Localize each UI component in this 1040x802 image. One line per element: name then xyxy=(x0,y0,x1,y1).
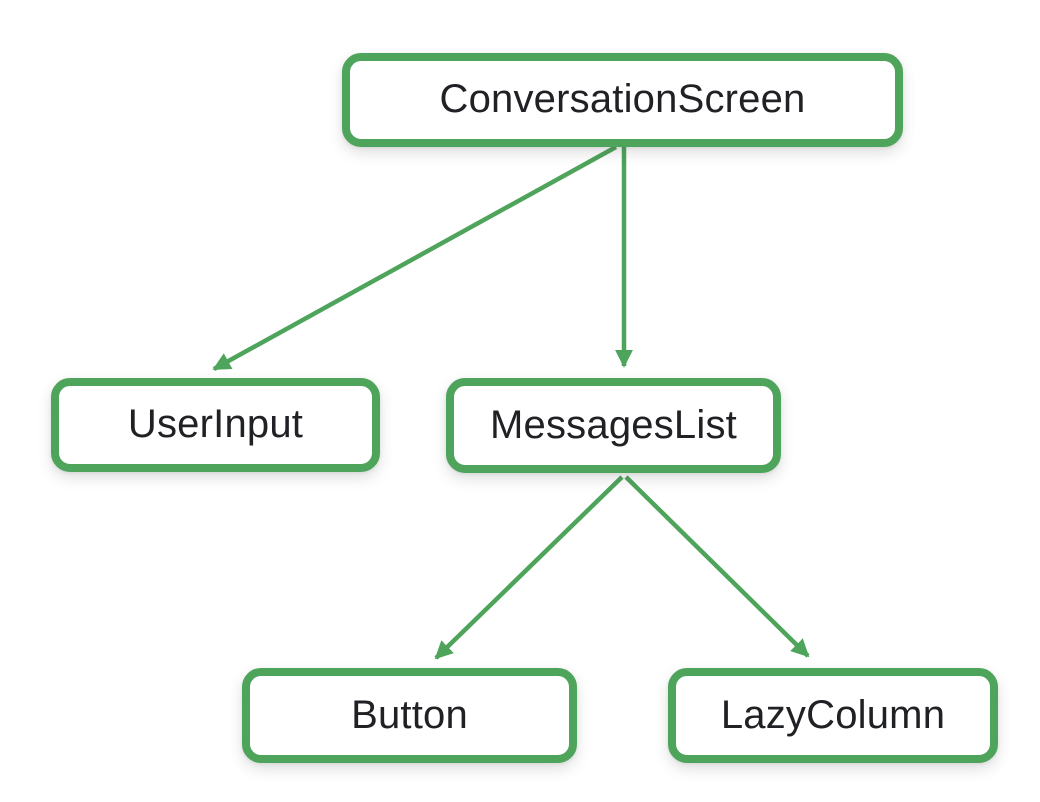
node-button: Button xyxy=(242,668,577,763)
node-label-button: Button xyxy=(351,692,468,737)
arrow-messages-list-to-button xyxy=(434,475,624,660)
node-conversation-screen: ConversationScreen xyxy=(342,53,903,147)
node-label-conversation-screen: ConversationScreen xyxy=(439,77,806,121)
node-messages-list: MessagesList xyxy=(446,378,781,473)
node-user-input: UserInput xyxy=(51,378,380,472)
node-label-messages-list: MessagesList xyxy=(490,402,737,447)
arrow-messages-list-to-lazy-column xyxy=(624,475,810,658)
node-lazy-column: LazyColumn xyxy=(668,668,998,763)
arrow-conversation-screen-to-user-input xyxy=(212,145,618,371)
node-label-lazy-column: LazyColumn xyxy=(720,692,946,737)
node-label-user-input: UserInput xyxy=(127,402,304,446)
